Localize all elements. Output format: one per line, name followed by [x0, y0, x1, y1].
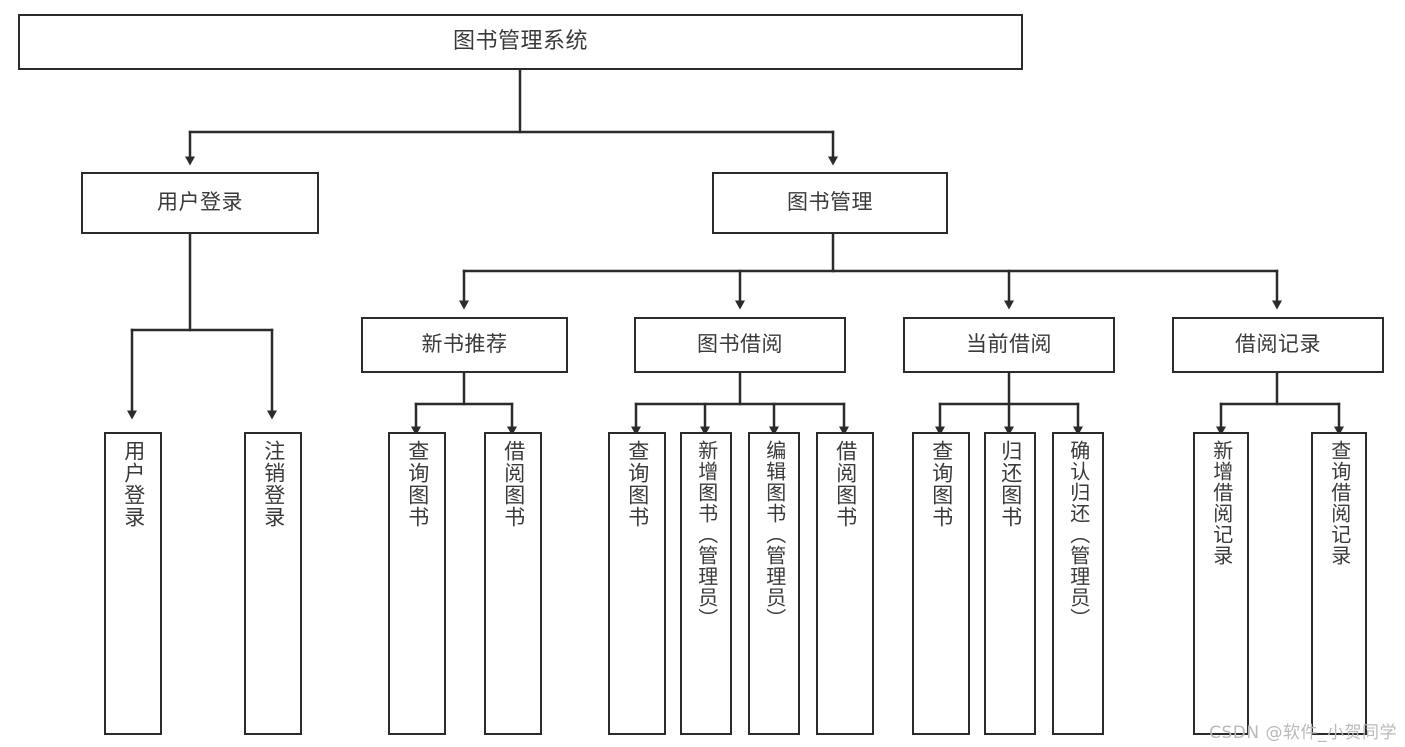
node-book-borrow[interactable]: 图书借阅 [634, 317, 846, 373]
node-leaf-edit-book-admin[interactable]: 编辑图书（管理员） [748, 432, 800, 735]
node-leaf-borrow-book-recommend-label: 借阅图书 [501, 440, 526, 528]
node-leaf-borrow-book-label: 借阅图书 [833, 440, 858, 528]
node-leaf-add-borrow-record-label: 新增借阅记录 [1209, 440, 1234, 566]
node-leaf-query-book-borrow[interactable]: 查询图书 [608, 432, 666, 735]
node-user-login-label: 用户登录 [157, 190, 243, 215]
node-leaf-add-book-admin-label: 新增图书（管理员） [694, 440, 719, 629]
node-leaf-query-book-recommend-label: 查询图书 [405, 440, 430, 528]
node-leaf-add-book-admin[interactable]: 新增图书（管理员） [680, 432, 732, 735]
node-leaf-query-book-current-label: 查询图书 [929, 440, 954, 528]
node-book-borrow-label: 图书借阅 [697, 332, 783, 357]
node-leaf-user-login[interactable]: 用户登录 [104, 432, 162, 735]
node-leaf-user-login-label: 用户登录 [121, 440, 146, 528]
node-book-management-label: 图书管理 [787, 190, 873, 215]
node-current-borrow[interactable]: 当前借阅 [903, 317, 1115, 373]
node-user-login[interactable]: 用户登录 [81, 172, 319, 234]
node-leaf-logout-label: 注销登录 [261, 440, 286, 528]
node-root-label: 图书管理系统 [452, 28, 588, 54]
node-leaf-edit-book-admin-label: 编辑图书（管理员） [762, 440, 787, 629]
node-new-book-recommend-label: 新书推荐 [421, 332, 508, 357]
node-leaf-return-book-label: 归还图书 [998, 440, 1023, 528]
node-borrow-record[interactable]: 借阅记录 [1172, 317, 1384, 373]
node-book-management[interactable]: 图书管理 [712, 172, 948, 234]
node-leaf-query-book-current[interactable]: 查询图书 [912, 432, 970, 735]
node-leaf-logout[interactable]: 注销登录 [244, 432, 302, 735]
node-leaf-query-book-recommend[interactable]: 查询图书 [388, 432, 446, 735]
node-leaf-borrow-book[interactable]: 借阅图书 [816, 432, 874, 735]
node-leaf-borrow-book-recommend[interactable]: 借阅图书 [484, 432, 542, 735]
node-leaf-add-borrow-record[interactable]: 新增借阅记录 [1193, 432, 1249, 735]
node-leaf-query-borrow-record-label: 查询借阅记录 [1327, 440, 1352, 566]
node-leaf-confirm-return-admin-label: 确认归还（管理员） [1066, 440, 1091, 629]
node-borrow-record-label: 借阅记录 [1235, 332, 1321, 357]
node-leaf-query-borrow-record[interactable]: 查询借阅记录 [1311, 432, 1367, 735]
node-current-borrow-label: 当前借阅 [966, 332, 1052, 357]
csdn-watermark: CSDN @软件_小贺同学 [1209, 723, 1397, 743]
node-leaf-confirm-return-admin[interactable]: 确认归还（管理员） [1052, 432, 1104, 735]
node-new-book-recommend[interactable]: 新书推荐 [361, 317, 568, 373]
node-leaf-return-book[interactable]: 归还图书 [984, 432, 1036, 735]
node-leaf-query-book-borrow-label: 查询图书 [625, 440, 650, 528]
node-root-book-management-system[interactable]: 图书管理系统 [18, 14, 1023, 70]
